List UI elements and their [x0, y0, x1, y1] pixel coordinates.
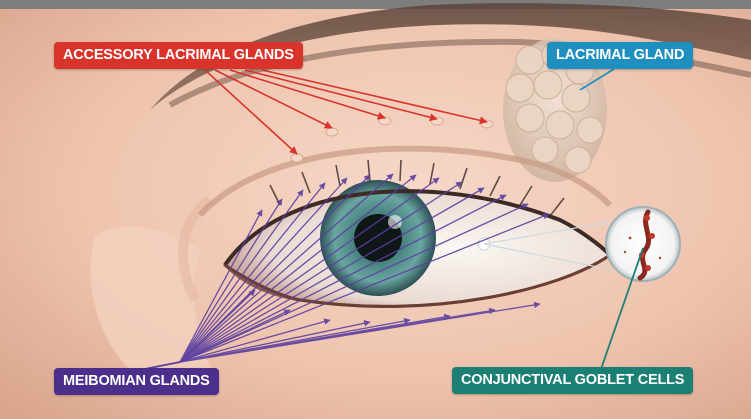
meibomian-glands-label: MEIBOMIAN GLANDS — [54, 368, 219, 395]
lacrimal-gland-label: LACRIMAL GLAND — [547, 42, 693, 69]
conjunctival-goblet-cells-label: CONJUNCTIVAL GOBLET CELLS — [452, 367, 693, 394]
goblet-cells-magnifier — [606, 207, 680, 281]
accessory-lacrimal-glands-label: ACCESSORY LACRIMAL GLANDS — [54, 42, 303, 69]
